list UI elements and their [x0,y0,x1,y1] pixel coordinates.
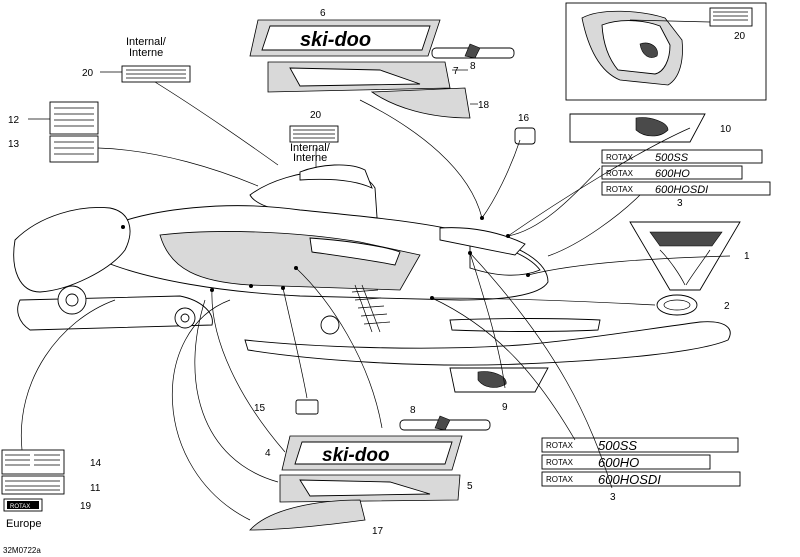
rotax-text-a: ROTAX [606,153,634,162]
callout-11: 11 [90,483,101,494]
callout-5: 5 [467,481,473,492]
callout-8-bottom: 8 [410,405,416,416]
rotax-text-c: ROTAX [606,185,634,194]
decal-9 [449,367,549,393]
rotax-text-d: ROTAX [546,441,574,450]
leader-lines [20,69,731,521]
decal-8-badge-bottom [399,415,491,431]
europe-label: Europe [6,518,41,530]
callout-2: 2 [724,301,730,312]
brand-text-top: ski-doo [300,29,371,51]
decal-13-info-panel [49,135,99,163]
engine-text-f: 600HOSDI [598,472,661,487]
callout-16: 16 [518,113,530,124]
europe-badge-text: ROTAX [10,504,30,510]
decal-5 [279,474,461,503]
decal-10 [569,113,706,143]
callout-14: 14 [90,458,102,469]
callout-numbers: 1 2 3 3 4 5 6 7 8 8 9 10 11 12 13 14 15 … [8,8,750,537]
internal-label-top-line2: Interne [129,47,163,59]
callout-10: 10 [720,124,732,135]
callout-3-bottom: 3 [610,492,616,503]
decal-4-brand-bottom: ski-doo [281,435,463,471]
internal-label-mid-line2: Interne [293,152,327,164]
callout-15: 15 [254,403,266,414]
callout-9: 9 [502,402,508,413]
internal-label-mid-line1: Internal/ [290,142,331,154]
rotax-text-e: ROTAX [546,458,574,467]
decal-12-info-panel [49,101,99,135]
engine-decals-right: ROTAX 500SS ROTAX 600HO ROTAX 600HOSDI [601,149,771,196]
callout-3-right: 3 [677,198,683,209]
engine-text-c: 600HOSDI [655,184,708,196]
warning-label-inset [709,7,753,27]
decal-14-info-panel [1,449,65,475]
decal-18 [370,87,471,119]
rotax-text-f: ROTAX [546,475,574,484]
callout-12: 12 [8,115,20,126]
snowmobile-illustration [13,164,731,366]
internal-label-top-line1: Internal/ [126,36,167,48]
engine-decals-bottom: ROTAX 500SS ROTAX 600HO ROTAX 600HOSDI [541,437,741,487]
engine-text-a: 500SS [655,152,689,164]
warning-label-20-left [121,65,191,83]
diagram-code: 32M0722a [3,546,41,555]
callout-8-top: 8 [470,61,476,72]
engine-text-d: 500SS [598,438,637,453]
callout-6: 6 [320,8,326,19]
engine-text-b: 600HO [655,168,690,180]
decal-15 [295,399,319,415]
engine-text-e: 600HO [598,455,639,470]
decal-2-round-badge [656,294,698,316]
callout-4: 4 [265,448,271,459]
inset-windshield-box [565,2,767,101]
callout-20-inset: 20 [734,31,746,42]
callout-13: 13 [8,139,20,150]
warning-label-20-center [289,125,339,143]
decal-17 [249,499,366,531]
decal-7 [267,61,451,93]
callout-19: 19 [80,501,92,512]
callout-1: 1 [744,251,750,262]
decal-1-hood-emblem [629,221,741,291]
callout-20-center: 20 [310,110,322,121]
decal-6-brand-top: ski-doo [249,19,441,57]
callout-7: 7 [453,66,459,77]
rotax-text-b: ROTAX [606,169,634,178]
callout-17: 17 [372,526,384,537]
callout-20-left: 20 [82,68,94,79]
decal-16 [514,127,536,145]
callout-18: 18 [478,100,490,111]
brand-text-bottom: ski-doo [322,445,390,466]
decal-19-europe-badge: ROTAX [3,498,43,512]
decal-8-badge-top [431,43,515,59]
decal-11-info-panel [1,475,65,495]
